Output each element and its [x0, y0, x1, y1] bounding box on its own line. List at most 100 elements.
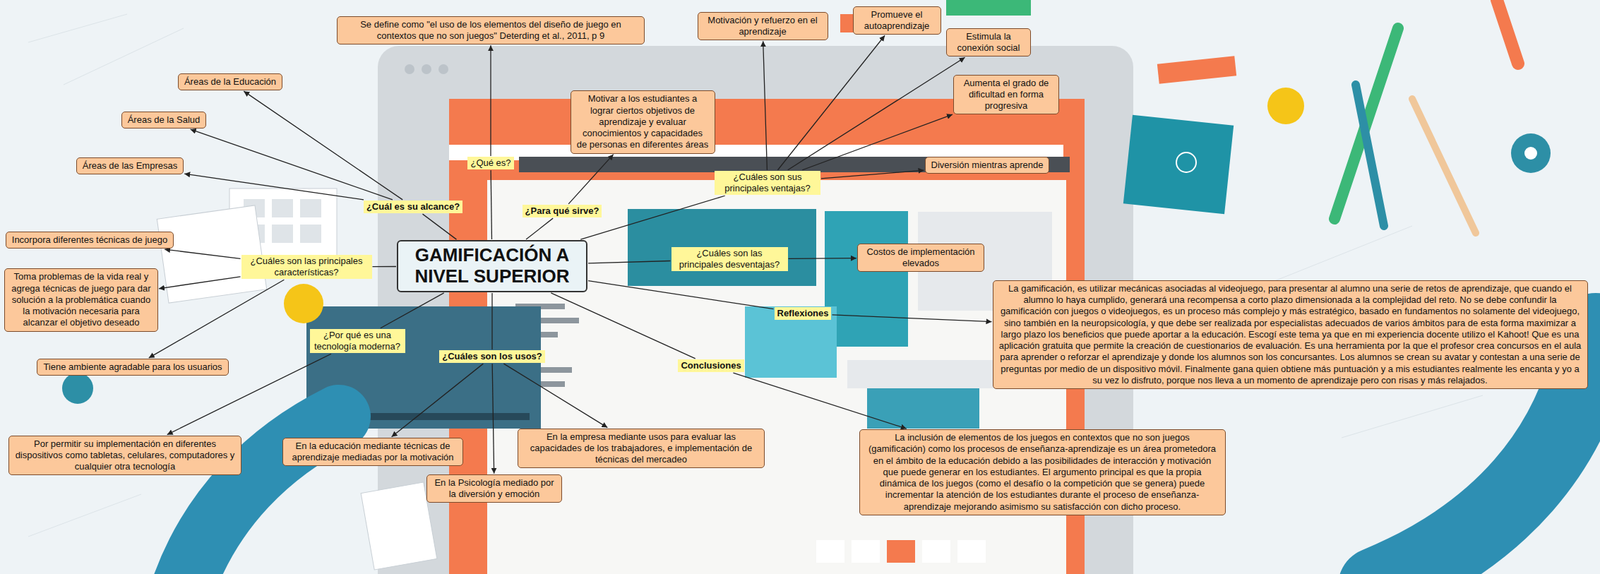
illustration-part [1412, 98, 1476, 234]
answer-box: Diversión mientras aprende [924, 156, 1050, 174]
node-text: Estimula la conexión social [952, 31, 1025, 55]
connector [588, 260, 671, 263]
node-text: En la empresa mediante usos para evaluar… [523, 431, 759, 467]
illustration-part [957, 540, 986, 563]
node-text: Áreas de las Empresas [82, 160, 178, 172]
node-text: Motivación y refuerzo en el aprendizaje [703, 14, 822, 39]
node-text: ¿Qué es? [470, 157, 511, 169]
question-label: ¿Qué es? [467, 156, 514, 170]
node-text: Áreas de la Educación [184, 76, 277, 88]
connector [164, 249, 241, 259]
illustration-part [946, 0, 1031, 16]
node-text: Promueve el autoaprendizaje [859, 9, 935, 33]
illustration-part [1123, 115, 1234, 214]
node-text: Conclusiones [680, 360, 741, 372]
node-text: Costos de implementación elevados [863, 246, 978, 270]
illustration-part [421, 64, 432, 75]
answer-box: Promueve el autoaprendizaje [852, 6, 942, 36]
illustration-part [404, 64, 415, 75]
connector [580, 195, 725, 240]
question-label: ¿Cuál es su alcance? [363, 200, 463, 214]
illustration-part [824, 211, 909, 347]
connector [391, 363, 484, 438]
connector [148, 279, 285, 358]
answer-box: Motivación y refuerzo en el aprendizaje [697, 12, 829, 41]
question-label: Reflexiones [774, 307, 832, 320]
node-text: ¿Para qué sirve? [525, 205, 600, 217]
answer-box: Áreas de las Empresas [76, 157, 184, 175]
node-text: Por permitir su implementación en difere… [14, 438, 236, 474]
connector [550, 293, 695, 359]
answer-box: En la empresa mediante usos para evaluar… [517, 428, 765, 469]
node-text: Incorpora diferentes técnicas de juego [12, 234, 168, 246]
illustration-part [1524, 146, 1538, 160]
answer-box: Estimula la conexión social [946, 28, 1031, 58]
node-text: En la educación mediante técnicas de apr… [288, 440, 457, 464]
node-text: La gamificación, es utilizar mecánicas a… [999, 283, 1582, 387]
illustration-part [300, 199, 322, 218]
answer-box: En la Psicología mediado por la diversió… [426, 474, 563, 504]
answer-box: Costos de implementación elevados [857, 243, 985, 273]
answer-box: Por permitir su implementación en difere… [8, 435, 242, 476]
illustration-part [744, 306, 837, 378]
node-text: Áreas de la Salud [127, 114, 201, 126]
connector [243, 91, 403, 200]
illustration-part [1496, 0, 1519, 64]
illustration-part [360, 482, 438, 570]
central-topic: GAMIFICACIÓN A NIVEL SUPERIOR [396, 240, 588, 293]
connector [503, 363, 608, 428]
answer-box: Aumenta el grado de dificultad en forma … [953, 74, 1060, 116]
answer-box: Áreas de la Educación [177, 73, 283, 91]
node-text: GAMIFICACIÓN A NIVEL SUPERIOR [403, 245, 581, 288]
node-text: Motivar a los estudiantes a lograr ciert… [576, 93, 709, 151]
question-label: ¿Cuáles son las principales característi… [241, 254, 373, 280]
node-text: Reflexiones [777, 307, 829, 320]
connector [787, 57, 966, 171]
illustration-part [1267, 87, 1305, 125]
illustration-part [867, 387, 980, 429]
illustration-part [1176, 152, 1197, 173]
connector [490, 170, 492, 240]
answer-box: Toma problemas de la vida real y agrega … [4, 268, 159, 332]
illustration-part [851, 540, 880, 563]
connector [158, 276, 241, 289]
connector [778, 35, 886, 171]
connector [568, 154, 614, 205]
illustration-part [271, 224, 294, 243]
question-label: ¿Para qué sirve? [522, 204, 603, 218]
answer-box: Motivar a los estudiantes a lograr ciert… [570, 90, 716, 154]
answer-box: Tiene ambiente agradable para los usuari… [36, 358, 229, 376]
question-label: ¿Cuáles son los usos? [439, 350, 546, 363]
illustration-part [438, 64, 449, 75]
connector [491, 293, 493, 350]
connector [184, 173, 364, 200]
connector [526, 218, 553, 240]
node-text: ¿Cuáles son los usos? [442, 350, 543, 363]
illustration-part [283, 283, 324, 324]
illustration-part [62, 372, 94, 404]
illustration-part [271, 199, 294, 218]
illustration-part [922, 540, 951, 563]
connector [763, 40, 768, 171]
answer-box: Se define como "el uso de los elementos … [336, 16, 645, 46]
illustration-part [1355, 84, 1384, 226]
connector [380, 293, 445, 329]
connector [732, 372, 906, 429]
connector [831, 314, 992, 322]
node-text: Aumenta el grado de dificultad en forma … [959, 77, 1053, 113]
answer-box: En la educación mediante técnicas de apr… [282, 437, 464, 467]
node-text: En la Psicología mediado por la diversió… [432, 477, 556, 501]
question-label: Conclusiones [677, 359, 744, 373]
answer-box: La gamificación, es utilizar mecánicas a… [992, 280, 1588, 390]
connector [490, 45, 491, 157]
illustration-part [627, 209, 817, 286]
answer-box: Incorpora diferentes técnicas de juego [5, 231, 174, 249]
question-label: ¿Por qué es una tecnología moderna? [309, 329, 406, 354]
question-label: ¿Cuáles son las principales desventajas? [671, 247, 788, 272]
question-label: ¿Cuáles son sus principales ventajas? [714, 170, 821, 196]
illustration-part [300, 224, 322, 243]
connector [588, 281, 774, 310]
connector [422, 213, 457, 240]
answer-box: Áreas de la Salud [121, 111, 207, 129]
